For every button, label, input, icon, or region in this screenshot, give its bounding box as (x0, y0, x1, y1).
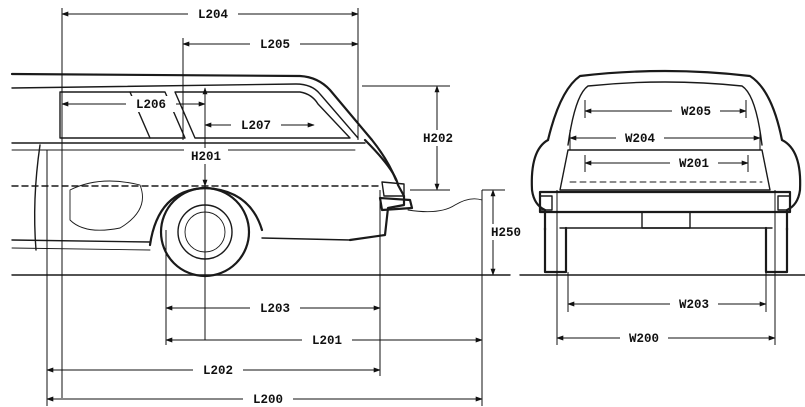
side-reference-lines (46, 8, 505, 406)
rear-roof-outline (546, 69, 784, 142)
label-L204: L204 (198, 8, 229, 22)
label-L200: L200 (253, 393, 283, 407)
lower-body (11, 237, 351, 243)
label-W203: W203 (679, 298, 709, 312)
rear-door-edge (33, 144, 41, 251)
label-L203: L203 (260, 302, 290, 316)
rear-bumper (538, 190, 792, 214)
label-L202: L202 (203, 364, 233, 378)
label-W205: W205 (681, 105, 711, 119)
rear-end (348, 138, 406, 242)
rear-body-left (530, 138, 550, 232)
label-W204: W204 (625, 132, 656, 146)
tail-light (381, 181, 405, 197)
label-H250: H250 (491, 226, 521, 240)
roof-inner-line (11, 83, 359, 139)
rear-right-tire (764, 226, 789, 274)
label-H202: H202 (423, 132, 453, 146)
roof-outline (10, 72, 398, 182)
label-L206: L206 (136, 98, 166, 112)
label-L205: L205 (260, 38, 290, 52)
label-W201: W201 (679, 157, 709, 171)
rear-window (567, 81, 763, 146)
label-L207: L207 (241, 119, 271, 133)
bumper (378, 196, 414, 212)
exhaust-line (407, 198, 483, 213)
side-labels: L204 L205 L206 L207 H201 H202 H250 L203 … (126, 6, 528, 407)
door-panel-curve (69, 180, 143, 231)
quarter-window (174, 91, 351, 139)
license-plate (641, 211, 691, 229)
label-W200: W200 (629, 332, 659, 346)
rear-labels: W205 W204 W201 W203 W200 (616, 103, 720, 346)
label-L201: L201 (312, 334, 342, 348)
rear-body-right (780, 138, 802, 232)
rear-dimension-arrows (556, 108, 776, 341)
rear-reference-lines (556, 100, 776, 345)
tailgate-panel (559, 149, 771, 191)
label-H201: H201 (191, 150, 221, 164)
rear-left-tire (543, 226, 568, 274)
side-dimension-arrows (46, 11, 496, 402)
rear-view (519, 69, 805, 276)
rocker (11, 247, 151, 251)
